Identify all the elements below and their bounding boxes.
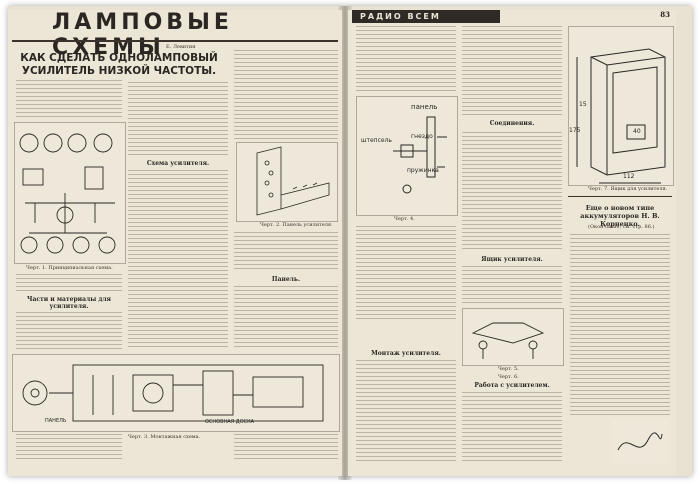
figure-panel [236,142,338,222]
box-dim-width: 112 [623,173,635,180]
label-panel: ПАНЕЛЬ [45,418,67,424]
column1-text-bottom [16,312,122,352]
subhead-panel: Панель. [271,276,301,283]
caption-fig1: Черт. 1. Принципиальная схема. [26,265,113,271]
subhead-scheme: Схема усилителя. [146,160,210,167]
subhead-parts: Части и материалы для усилителя. [27,296,111,310]
subhead-connections: Соединения. [489,120,535,127]
plug-drawing [393,116,447,194]
column3-text-mid [234,232,338,272]
right-column2-text-mid [462,132,562,252]
column3-text-bottom [234,286,338,350]
caption-fig3: Черт. 3. Монтажная схема. [128,434,201,440]
caption-fig7: Черт. 7. Ящик для усилителя. [588,186,668,192]
label-base: ОСНОВНАЯ ДОСКА [205,419,255,425]
sidebar-rule [568,196,672,197]
panel-drawing [256,146,330,216]
mounting-drawing [22,364,324,422]
label-pin: штепсель [361,137,392,144]
left-page: ЛАМПОВЫЕ СХЕМЫ Е. Левитин КАК СДЕЛАТЬ ОД… [8,10,342,476]
masthead: РАДИО ВСЕМ [352,10,500,23]
article-title: КАК СДЕЛАТЬ ОДНОЛАМПОВЫЙ УСИЛИТЕЛЬ НИЗКО… [20,52,218,77]
box-dim-inner: 40 [633,128,641,135]
figure-plug: панель штепсель гнездо пружинка [356,96,458,216]
label-panel-right: панель [411,103,438,111]
schematic-drawing [19,133,116,254]
figure-schematic [14,122,126,264]
right-column1-text-bottom [356,360,456,464]
box-drawing [576,48,666,184]
section-title: ЛАМПОВЫЕ СХЕМЫ [52,10,233,60]
box-parts-drawing [471,322,545,359]
right-page: РАДИО ВСЕМ 83 панель штепсель гнездо пру… [348,10,676,476]
figure-box-parts [462,308,564,366]
sidebar-text [570,234,670,418]
label-spring: пружинка [407,167,439,174]
column3-text-top [234,50,338,140]
bottom-text-col3 [234,434,338,462]
column1-text-top [16,80,122,120]
right-column2-text-bottom [462,392,562,464]
right-column1-text-mid [356,226,456,322]
right-column2-text-top [462,26,562,118]
bottom-text-col1 [16,434,122,462]
box-dim-side: 15 [579,101,587,108]
label-socket: гнездо [411,133,433,140]
page-number: 83 [660,10,670,19]
subhead-box: Ящик усилителя. [481,256,543,263]
right-column2-text-box [462,266,562,306]
caption-fig6: Черт. 6. [498,374,519,380]
sidebar-title: Еще о новом типе аккумуляторов Н. В. Кор… [580,204,660,228]
figure-wire [612,420,668,464]
figure-box: 15 175 40 112 [568,26,674,186]
column2-text-top [128,82,228,158]
caption-fig4: Черт. 4. [394,216,415,222]
column1-text-mid [16,274,122,294]
subhead-work: Работа с усилителем. [474,382,550,389]
box-dim-height: 175 [569,127,581,134]
figure-mounting: ПАНЕЛЬ ОСНОВНАЯ ДОСКА [12,354,340,432]
caption-fig5: Черт. 5. [498,366,519,372]
author: Е. Левитин [166,44,196,50]
right-column1-text-top [356,26,456,94]
column2-text-bottom [128,170,228,350]
sidebar-subtitle: (Окончание; см. стр. 86.) [588,224,655,230]
subhead-mounting: Монтаж усилителя. [371,350,441,357]
title-rule [12,40,338,42]
wire-drawing [617,432,663,451]
caption-fig2: Черт. 2. Панель усилителя. [260,222,333,228]
